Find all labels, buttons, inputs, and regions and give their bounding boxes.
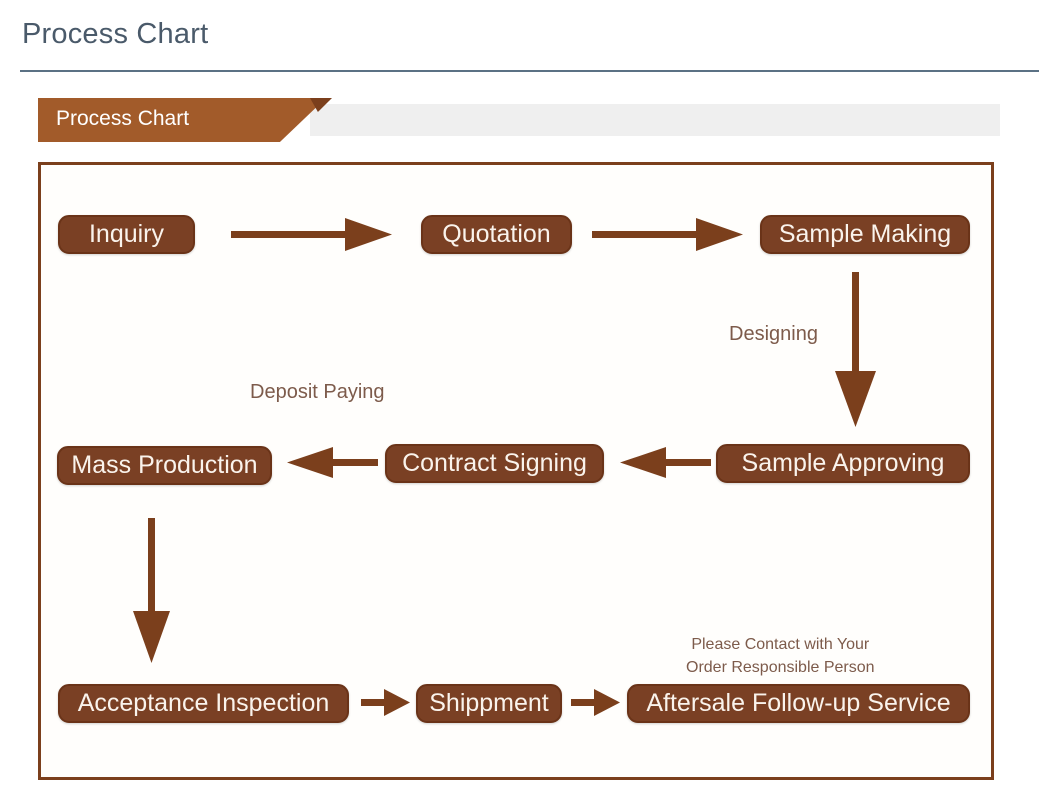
page-title: Process Chart xyxy=(22,18,209,50)
node-shippment[interactable]: Shippment xyxy=(416,684,562,723)
node-inquiry[interactable]: Inquiry xyxy=(58,215,195,254)
contact-note-line-2: Order Responsible Person xyxy=(686,659,875,677)
node-sample-approving[interactable]: Sample Approving xyxy=(716,444,970,483)
edge-label-designing: Designing xyxy=(729,323,818,345)
ribbon-tab xyxy=(38,98,326,142)
node-quotation[interactable]: Quotation xyxy=(421,215,572,254)
node-mass-production[interactable]: Mass Production xyxy=(57,446,272,485)
edge-label-deposit-paying: Deposit Paying xyxy=(250,381,385,403)
node-acceptance-inspection[interactable]: Acceptance Inspection xyxy=(58,684,349,723)
contact-note: Please Contact with Your Order Responsib… xyxy=(686,633,875,679)
node-sample-making[interactable]: Sample Making xyxy=(760,215,970,254)
ribbon-strip xyxy=(310,104,1000,136)
section-ribbon: Process Chart xyxy=(38,98,1000,142)
contact-note-line-1: Please Contact with Your xyxy=(691,636,870,653)
title-divider xyxy=(20,70,1039,72)
ribbon-label: Process Chart xyxy=(56,107,190,130)
node-aftersale-follow-up-service[interactable]: Aftersale Follow-up Service xyxy=(627,684,970,723)
node-contract-signing[interactable]: Contract Signing xyxy=(385,444,604,483)
